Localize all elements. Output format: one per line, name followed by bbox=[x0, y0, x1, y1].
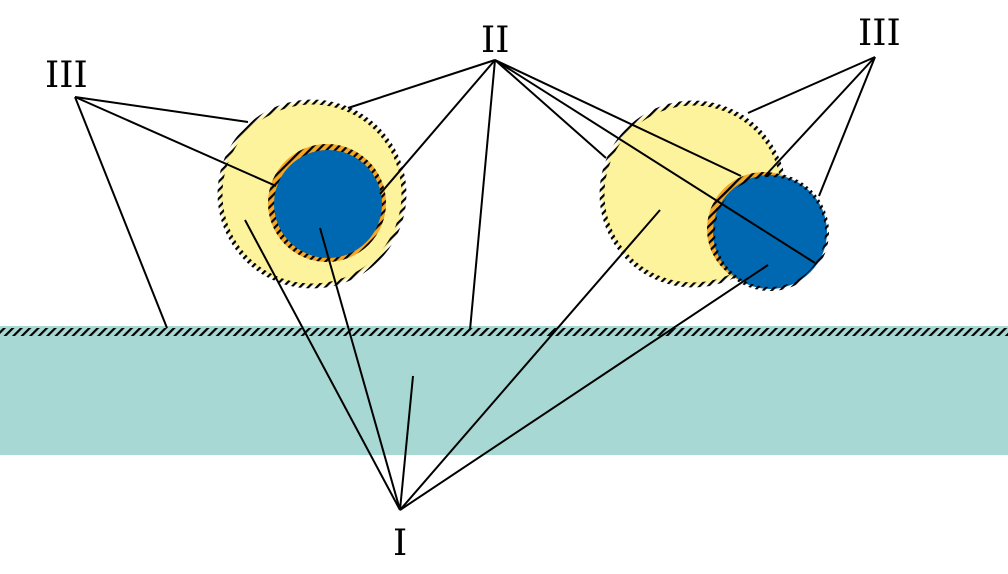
label-III-left: III bbox=[45, 55, 88, 96]
label-II: II bbox=[481, 20, 509, 61]
leader-lines-II bbox=[347, 59, 816, 331]
label-III-right: III bbox=[858, 13, 901, 54]
substrate bbox=[0, 336, 1008, 455]
leader-lines-I bbox=[244, 209, 769, 511]
leader-lines-III-left bbox=[74, 96, 277, 329]
substrate-interface-hatch bbox=[0, 328, 1008, 336]
left-core bbox=[274, 150, 382, 258]
leader-lines-III-right bbox=[747, 56, 876, 197]
right-particle bbox=[599, 100, 829, 291]
left-particle bbox=[217, 99, 407, 289]
label-I: I bbox=[393, 523, 407, 564]
